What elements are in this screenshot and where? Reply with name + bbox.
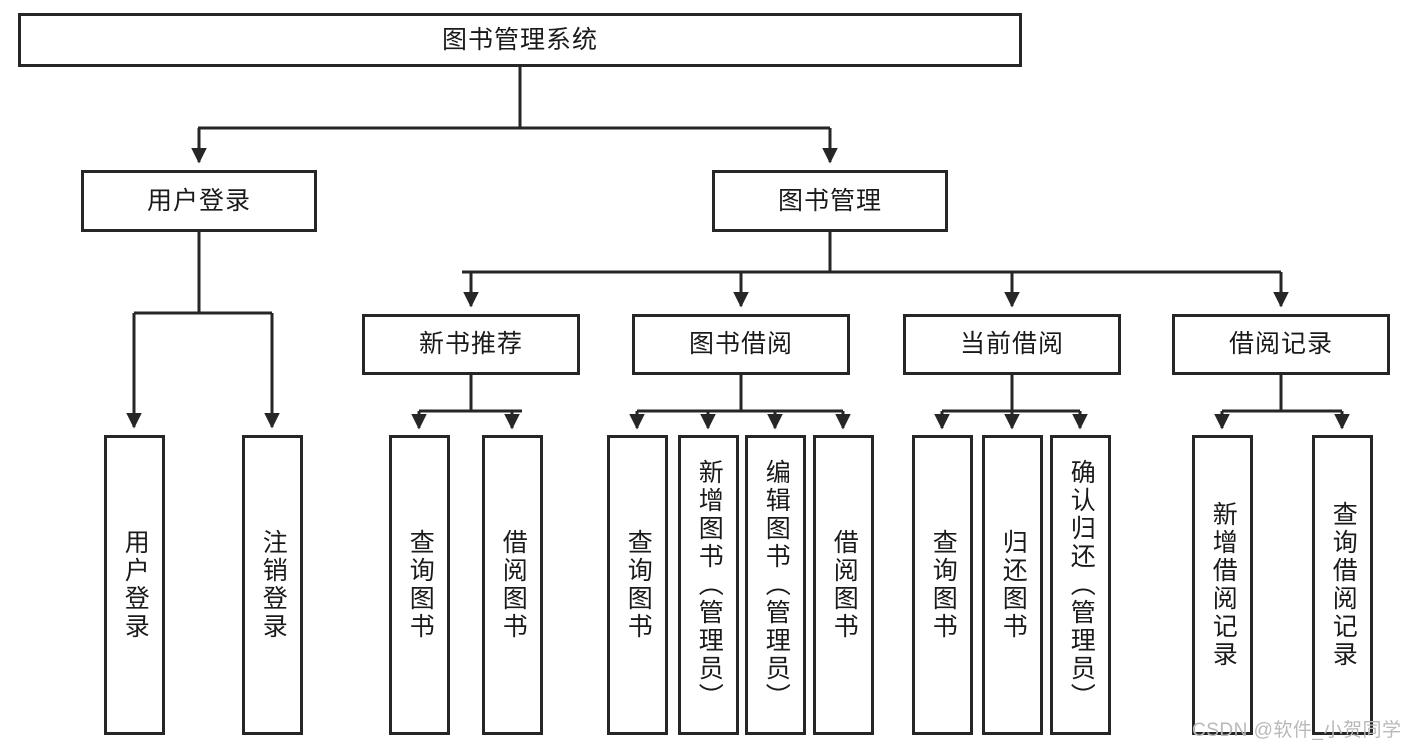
leaf-return-book[interactable]: 归还图书 — [982, 435, 1043, 735]
leaf-borrow-book-2[interactable]: 借阅图书 — [813, 435, 874, 735]
leaf-user-login[interactable]: 用户登录 — [104, 435, 165, 735]
leaf-add-book-admin-label: 新增图书（管理员） — [695, 459, 724, 711]
node-current-borrow-label: 当前借阅 — [959, 330, 1064, 359]
node-user-login[interactable]: 用户登录 — [81, 170, 317, 232]
leaf-query-book-2[interactable]: 查询图书 — [607, 435, 668, 735]
leaf-query-book-1[interactable]: 查询图书 — [389, 435, 450, 735]
leaf-add-book-admin[interactable]: 新增图书（管理员） — [678, 435, 739, 735]
leaf-add-borrow-record[interactable]: 新增借阅记录 — [1192, 435, 1253, 735]
leaf-borrow-book-1[interactable]: 借阅图书 — [482, 435, 543, 735]
leaf-confirm-return-admin[interactable]: 确认归还（管理员） — [1050, 435, 1111, 735]
leaf-confirm-return-admin-label: 确认归还（管理员） — [1067, 459, 1096, 711]
leaf-borrow-book-2-label: 借阅图书 — [830, 529, 859, 641]
leaf-query-borrow-record[interactable]: 查询借阅记录 — [1312, 435, 1373, 735]
leaf-query-book-1-label: 查询图书 — [406, 529, 435, 641]
node-new-book-recommend-label: 新书推荐 — [418, 330, 523, 359]
node-current-borrow[interactable]: 当前借阅 — [903, 314, 1121, 375]
node-root-label: 图书管理系统 — [441, 25, 598, 54]
node-borrow-record[interactable]: 借阅记录 — [1172, 314, 1390, 375]
node-user-login-label: 用户登录 — [146, 186, 251, 215]
node-book-borrow-label: 图书借阅 — [688, 330, 793, 359]
leaf-borrow-book-1-label: 借阅图书 — [499, 529, 528, 641]
node-book-manage[interactable]: 图书管理 — [712, 170, 948, 232]
leaf-edit-book-admin[interactable]: 编辑图书（管理员） — [745, 435, 806, 735]
leaf-edit-book-admin-label: 编辑图书（管理员） — [762, 459, 791, 711]
leaf-query-book-3-label: 查询图书 — [929, 529, 958, 641]
leaf-return-book-label: 归还图书 — [999, 529, 1028, 641]
leaf-query-borrow-record-label: 查询借阅记录 — [1329, 501, 1358, 669]
node-book-borrow[interactable]: 图书借阅 — [632, 314, 850, 375]
leaf-logout[interactable]: 注销登录 — [242, 435, 303, 735]
node-new-book-recommend[interactable]: 新书推荐 — [362, 314, 580, 375]
node-book-manage-label: 图书管理 — [777, 186, 882, 215]
leaf-query-book-3[interactable]: 查询图书 — [912, 435, 973, 735]
leaf-logout-label: 注销登录 — [259, 529, 288, 641]
node-borrow-record-label: 借阅记录 — [1228, 330, 1333, 359]
leaf-query-book-2-label: 查询图书 — [624, 529, 653, 641]
leaf-user-login-label: 用户登录 — [121, 529, 150, 641]
leaf-add-borrow-record-label: 新增借阅记录 — [1209, 501, 1238, 669]
node-root[interactable]: 图书管理系统 — [18, 13, 1022, 67]
